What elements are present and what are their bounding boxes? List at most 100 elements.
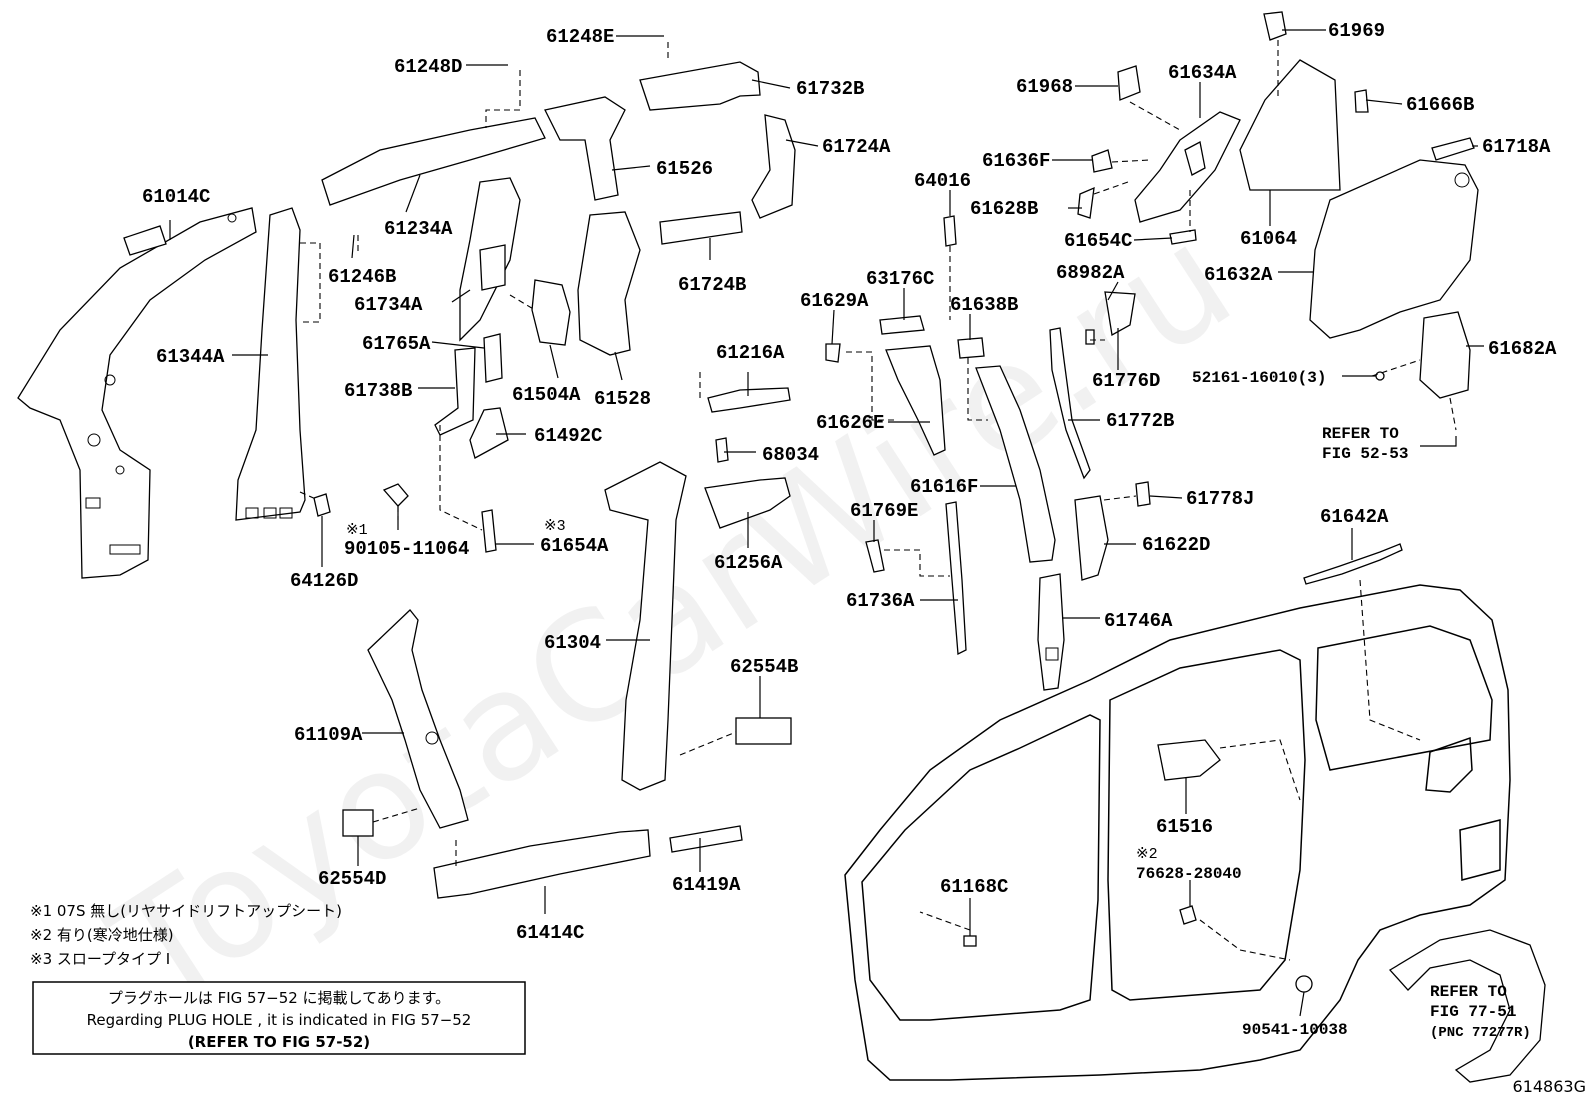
- part-61638b-bracket[interactable]: [957, 337, 985, 359]
- label-61638b[interactable]: 61638B: [950, 294, 1018, 316]
- label-61414c[interactable]: 61414C: [516, 922, 584, 944]
- part-61419a-bracket[interactable]: [669, 825, 743, 853]
- label-61968[interactable]: 61968: [1016, 76, 1073, 98]
- label-61666b[interactable]: 61666B: [1406, 94, 1474, 116]
- label-61772b[interactable]: 61772B: [1106, 410, 1174, 432]
- part-61642a-rail[interactable]: [1303, 543, 1403, 585]
- label-61014c[interactable]: 61014C: [142, 186, 210, 208]
- part-61632a-wheelhouse[interactable]: [1309, 159, 1479, 339]
- label-90105-11064[interactable]: 90105-11064: [344, 538, 469, 560]
- part-61256a-bracket[interactable]: [704, 477, 791, 529]
- part-64016-bracket[interactable]: [943, 215, 957, 247]
- label-64016[interactable]: 64016: [914, 170, 971, 192]
- label-61654c[interactable]: 61654C: [1064, 230, 1132, 252]
- part-61616f-pillar[interactable]: [975, 365, 1056, 563]
- label-61718a[interactable]: 61718A: [1482, 136, 1551, 158]
- label-61626e[interactable]: 61626E: [816, 412, 884, 434]
- label-61632a[interactable]: 61632A: [1204, 264, 1273, 286]
- part-61516-bracket[interactable]: [1157, 739, 1221, 781]
- label-61654a[interactable]: 61654A: [540, 535, 609, 557]
- label-61419a[interactable]: 61419A: [672, 874, 741, 896]
- part-61778j-bracket[interactable]: [1135, 481, 1151, 507]
- part-90105-bolt[interactable]: [382, 483, 409, 507]
- part-62554b-plug[interactable]: [735, 717, 792, 745]
- label-61504a[interactable]: 61504A: [512, 384, 581, 406]
- part-61734a-panel[interactable]: [459, 177, 521, 342]
- part-61968-bracket[interactable]: [1117, 65, 1141, 101]
- label-61765a[interactable]: 61765A: [362, 333, 431, 355]
- label-61732b[interactable]: 61732B: [796, 78, 864, 100]
- label-61256a[interactable]: 61256A: [714, 552, 783, 574]
- label-62554b[interactable]: 62554B: [730, 656, 798, 678]
- label-61724b[interactable]: 61724B: [678, 274, 746, 296]
- label-61736a[interactable]: 61736A: [846, 590, 915, 612]
- label-61064[interactable]: 61064: [1240, 228, 1297, 250]
- part-61666b-bracket[interactable]: [1354, 89, 1369, 113]
- label-68982a[interactable]: 68982A: [1056, 262, 1125, 284]
- part-61622d-panel[interactable]: [1074, 495, 1109, 581]
- part-61776d-bracket[interactable]: [1104, 291, 1136, 337]
- part-61626e-pillar[interactable]: [885, 345, 946, 456]
- part-61654a-bracket[interactable]: [481, 509, 497, 553]
- part-62554d-plug[interactable]: [342, 809, 374, 837]
- part-61724b-bracket[interactable]: [659, 211, 743, 245]
- part-wheel-liner-77277r[interactable]: [1388, 929, 1546, 1083]
- part-61724a-bracket[interactable]: [751, 114, 796, 219]
- part-61738b-bracket[interactable]: [434, 347, 476, 436]
- part-61772b-bracket[interactable]: [1049, 327, 1091, 480]
- label-61109a[interactable]: 61109A: [294, 724, 363, 746]
- label-61776d[interactable]: 61776D: [1092, 370, 1160, 392]
- label-61526[interactable]: 61526: [656, 158, 713, 180]
- part-68982a-clip[interactable]: [1085, 329, 1095, 345]
- label-61746a[interactable]: 61746A: [1104, 610, 1173, 632]
- label-61628b[interactable]: 61628B: [970, 198, 1038, 220]
- label-61516[interactable]: 61516: [1156, 816, 1213, 838]
- label-61738b[interactable]: 61738B: [344, 380, 412, 402]
- label-61629a[interactable]: 61629A: [800, 290, 869, 312]
- part-52161-clip[interactable]: [1375, 371, 1385, 381]
- label-61724a[interactable]: 61724A: [822, 136, 891, 158]
- label-61636f[interactable]: 61636F: [982, 150, 1050, 172]
- label-90541-10038[interactable]: 90541-10038: [1242, 1021, 1348, 1039]
- part-76628-plug[interactable]: [1179, 905, 1197, 925]
- refer-fig-77-51[interactable]: REFER TO FIG 77-51 (PNC 77277R): [1430, 983, 1531, 1041]
- part-61492c-bracket[interactable]: [469, 407, 509, 459]
- label-61778j[interactable]: 61778J: [1186, 488, 1254, 510]
- label-61969[interactable]: 61969: [1328, 20, 1385, 42]
- label-61769e[interactable]: 61769E: [850, 500, 918, 522]
- label-61344a[interactable]: 61344A: [156, 346, 225, 368]
- label-61248d[interactable]: 61248D: [394, 56, 462, 78]
- label-61634a[interactable]: 61634A: [1168, 62, 1237, 84]
- part-61414c-rocker[interactable]: [433, 829, 651, 899]
- part-90541-clip[interactable]: [1295, 975, 1313, 993]
- label-61304[interactable]: 61304: [544, 632, 601, 654]
- part-63176c-bracket[interactable]: [879, 315, 925, 335]
- refer-fig-52-53[interactable]: REFER TO FIG 52-53: [1322, 425, 1457, 463]
- part-61736a-pillar[interactable]: [945, 501, 967, 656]
- label-61734a[interactable]: 61734A: [354, 294, 423, 316]
- part-61504a-bracket[interactable]: [531, 279, 571, 346]
- label-61216a[interactable]: 61216A: [716, 342, 785, 364]
- part-61969-bracket[interactable]: [1263, 11, 1287, 41]
- label-61492c[interactable]: 61492C: [534, 425, 602, 447]
- label-64126d[interactable]: 64126D: [290, 570, 358, 592]
- label-52161-16010[interactable]: 52161-16010(3): [1192, 369, 1326, 387]
- part-61746a-bracket[interactable]: [1037, 573, 1065, 691]
- part-68034-clip[interactable]: [715, 437, 729, 463]
- part-61168c-plug[interactable]: [963, 935, 977, 947]
- part-61718a-bracket[interactable]: [1431, 137, 1475, 161]
- label-62554d[interactable]: 62554D: [318, 868, 386, 890]
- part-61526-rail[interactable]: [544, 96, 626, 201]
- label-61234a[interactable]: 61234A: [384, 218, 453, 240]
- label-76628-28040[interactable]: 76628-28040: [1136, 865, 1242, 883]
- part-61654c-bracket[interactable]: [1169, 229, 1197, 245]
- part-61304-center-pillar[interactable]: [604, 461, 687, 791]
- part-61636f-bracket[interactable]: [1091, 149, 1113, 173]
- part-61732b-rail[interactable]: [639, 61, 761, 111]
- label-61642a[interactable]: 61642A: [1320, 506, 1389, 528]
- label-61528[interactable]: 61528: [594, 388, 651, 410]
- part-61765a-clip[interactable]: [483, 333, 503, 383]
- part-61216a-bracket[interactable]: [707, 387, 791, 413]
- part-61629a-bracket[interactable]: [825, 343, 841, 363]
- part-61634a-panel[interactable]: [1134, 111, 1241, 223]
